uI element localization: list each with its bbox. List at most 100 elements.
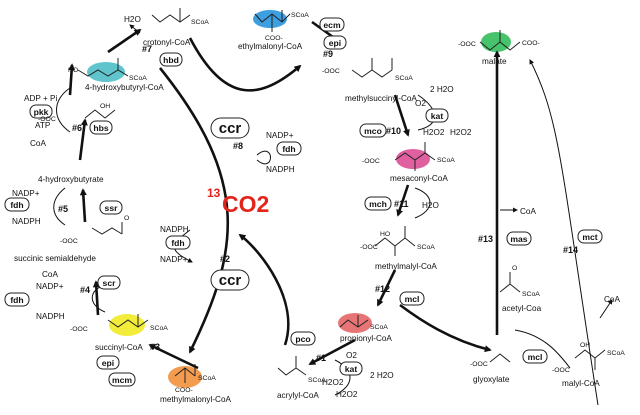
cofactor-coa-14: CoA xyxy=(604,295,620,304)
enzyme-fdh-8: fdh xyxy=(282,144,295,154)
svg-text:SCoA: SCoA xyxy=(198,375,216,382)
step-14: #14 xyxy=(563,245,578,255)
cofactor-coa-13: CoA xyxy=(520,207,536,216)
enzyme-kat-bottom: kat xyxy=(345,364,358,374)
label-methylmalonyl-coa: methylmalonyl-CoA xyxy=(160,395,232,404)
enzyme-pkk: pkk xyxy=(34,107,49,117)
enzyme-mch: mch xyxy=(369,199,387,209)
step-5: #5 xyxy=(58,204,68,214)
svg-text:SCoA: SCoA xyxy=(522,291,540,298)
step-11: #11 xyxy=(394,199,409,209)
svg-text:OH: OH xyxy=(580,342,590,349)
svg-text:OH: OH xyxy=(100,103,110,110)
cofactor-2h2o-10: 2 H2O xyxy=(430,85,454,94)
svg-text:SCoA: SCoA xyxy=(395,75,413,82)
cofactor-atp: ATP xyxy=(35,121,51,130)
label-4-hydroxybutyryl-coa: 4-hydroxybutyryl-CoA xyxy=(85,83,164,92)
enzyme-mco: mco xyxy=(364,126,382,136)
svg-text:SCoA: SCoA xyxy=(417,244,435,251)
enzyme-pills: hbd ecm epi fdh hbs pkk fdh ssr fdh fdh … xyxy=(4,17,603,387)
label-propionyl-coa: propionyl-CoA xyxy=(340,334,392,343)
step-6: #6 xyxy=(72,123,82,133)
enzyme-scr: scr xyxy=(103,278,117,288)
label-malate: malate xyxy=(482,57,507,66)
step-2: #2 xyxy=(220,254,230,264)
step-10: #10 xyxy=(386,126,401,136)
cofactor-h2o2-10b: H2O2 xyxy=(450,128,472,137)
step-3: #3 xyxy=(150,342,160,352)
svg-text:HO: HO xyxy=(68,67,78,74)
svg-text:-OOC: -OOC xyxy=(360,244,378,251)
succinyl-highlight xyxy=(109,314,145,336)
cofactor-h2o2-1b: H2O2 xyxy=(336,390,358,399)
cofactor-nadph-8: NADPH xyxy=(266,165,295,174)
svg-text:-OOC: -OOC xyxy=(470,361,488,368)
cofactor-labels: H2O NADP+ NADPH ADP + Pi ATP CoA NADP+ N… xyxy=(12,15,620,399)
cofactor-nadp-4: NADP+ xyxy=(36,282,64,291)
enzyme-mas: mas xyxy=(510,234,527,244)
svg-text:O: O xyxy=(124,215,129,222)
svg-text:SCoA: SCoA xyxy=(191,19,209,26)
svg-text:O: O xyxy=(512,265,517,272)
cofactor-nadph-5: NADPH xyxy=(12,217,41,226)
svg-text:SCoA: SCoA xyxy=(308,377,326,384)
cofactor-h2o2-1a: H2O2 xyxy=(322,378,344,387)
ccr-label-bottom: ccr xyxy=(219,272,242,289)
hydroxybutyryl-highlight xyxy=(87,62,125,82)
svg-text:SCoA: SCoA xyxy=(370,324,388,331)
svg-text:COO-: COO- xyxy=(522,40,540,47)
step-12: #12 xyxy=(375,284,390,294)
ethylmalonyl-highlight xyxy=(253,10,287,28)
pathway-arrows xyxy=(68,20,501,370)
svg-text:-OOC: -OOC xyxy=(38,116,56,123)
propionyl-highlight xyxy=(338,313,372,333)
svg-text:-OOC: -OOC xyxy=(458,41,476,48)
svg-text:SCoA: SCoA xyxy=(291,12,309,19)
enzyme-ecm: ecm xyxy=(323,20,341,30)
label-acrylyl-coa: acrylyl-CoA xyxy=(277,391,319,400)
enzyme-epi-top: epi xyxy=(329,38,341,48)
cofactor-nadp-5: NADP+ xyxy=(12,189,40,198)
step-8: #8 xyxy=(233,141,243,151)
enzyme-epi-bottom: epi xyxy=(102,358,114,368)
label-4-hydroxybutyrate: 4-hydroxybutyrate xyxy=(38,175,104,184)
co2-isotope: 13 xyxy=(207,186,221,200)
label-succinyl-coa: succinyl-CoA xyxy=(95,343,143,352)
svg-text:SCoA: SCoA xyxy=(150,325,168,332)
cofactor-nadph-4: NADPH xyxy=(36,312,65,321)
metabolite-labels: crotonyl-CoA ethylmalonyl-CoA methylsucc… xyxy=(14,38,600,404)
enzyme-mcl-12: mcl xyxy=(405,294,420,304)
svg-text:-OOC: -OOC xyxy=(70,326,88,333)
label-ethylmalonyl-coa: ethylmalonyl-CoA xyxy=(238,42,303,51)
label-glyoxylate: glyoxylate xyxy=(473,375,510,384)
svg-text:-OOC: -OOC xyxy=(362,158,380,165)
svg-text:SCoA: SCoA xyxy=(129,75,147,82)
svg-text:SCoA: SCoA xyxy=(607,350,625,357)
step-13: #13 xyxy=(478,234,493,244)
svg-text:HO: HO xyxy=(380,231,390,238)
label-crotonyl-coa: crotonyl-CoA xyxy=(143,38,191,47)
step-7: #7 xyxy=(142,44,152,54)
label-succinic-semialdehyde: succinic semialdehyde xyxy=(14,254,96,263)
svg-text:COO-: COO- xyxy=(265,35,283,42)
cofactor-nadp-2: NADP+ xyxy=(160,255,188,264)
cofactor-o2-1: O2 xyxy=(346,351,357,360)
structure-fragments: SCoA SCoA COO- SCoA HO OH -OOC -OOC O -O… xyxy=(38,12,625,394)
ccr-box-bottom xyxy=(210,269,250,291)
cofactor-h2o-11: H2O xyxy=(422,201,439,210)
cofactor-h2o2-10a: H2O2 xyxy=(423,128,445,137)
cofactor-coa-6: CoA xyxy=(30,139,46,148)
label-mesaconyl-coa: mesaconyl-CoA xyxy=(390,174,448,183)
enzyme-ssr: ssr xyxy=(105,203,119,213)
label-acetyl-coa: acetyl-Coa xyxy=(502,304,542,313)
cofactor-adp-pi: ADP + Pi xyxy=(24,94,57,103)
enzyme-mcl-14: mcl xyxy=(528,352,543,362)
enzyme-fdh-5: fdh xyxy=(10,200,23,210)
structures xyxy=(77,8,606,383)
cofactor-coa-4: CoA xyxy=(42,270,58,279)
enzyme-mcm: mcm xyxy=(112,375,132,385)
enzyme-mct: mct xyxy=(582,232,597,242)
ccr-box-top xyxy=(210,117,250,139)
cofactor-nadp-8: NADP+ xyxy=(266,131,294,140)
